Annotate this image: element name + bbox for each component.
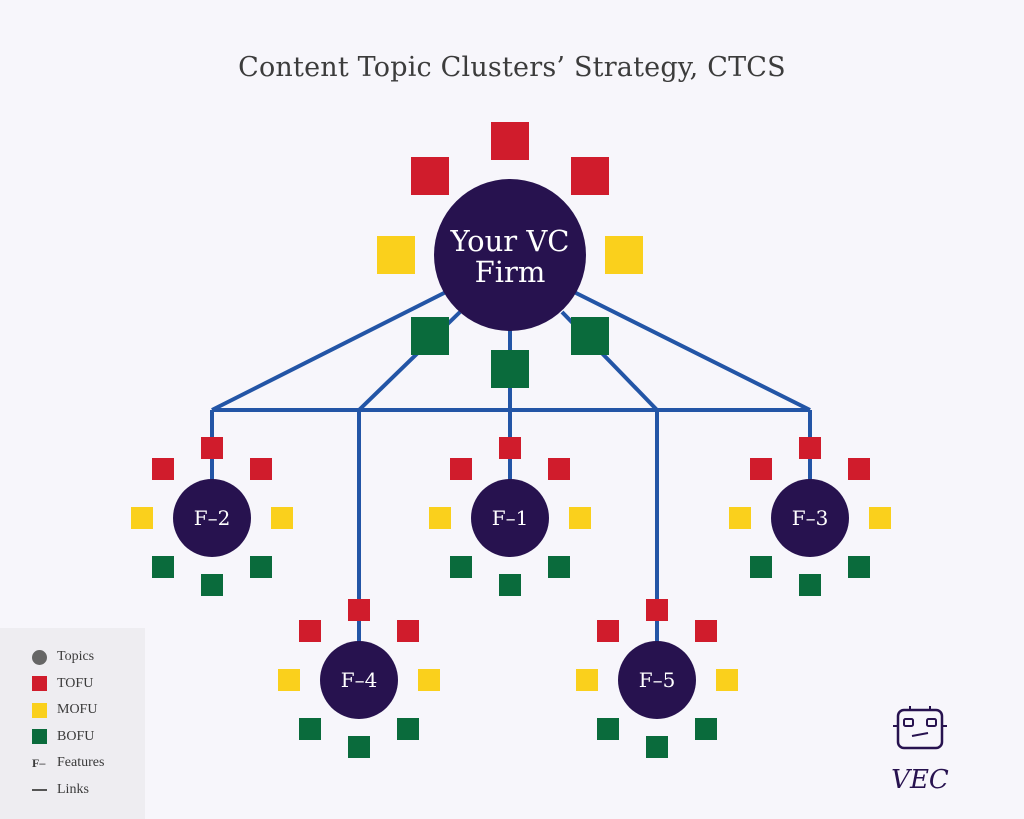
tofu-topic (750, 458, 772, 480)
bofu-topic (299, 718, 321, 740)
tofu-topic (799, 437, 821, 459)
tofu-topic (348, 599, 370, 621)
mofu-topic (576, 669, 598, 691)
bofu-topic (597, 718, 619, 740)
feature-label-f4: F–4 (341, 668, 378, 692)
robot-head-icon (896, 708, 944, 750)
mofu-topic (131, 507, 153, 529)
tofu-topic (152, 458, 174, 480)
mofu-topic (278, 669, 300, 691)
legend-label: Features (57, 755, 105, 770)
bofu-topic (646, 736, 668, 758)
mofu-topic (429, 507, 451, 529)
feature-cluster-f5: F–5 (576, 599, 738, 758)
bofu-topic (152, 556, 174, 578)
bofu-topic (799, 574, 821, 596)
bofu-topic (491, 350, 529, 388)
bofu-topic (201, 574, 223, 596)
legend-label: Topics (57, 649, 95, 664)
vec-logo: VEC (891, 706, 949, 795)
mofu-topic (716, 669, 738, 691)
tofu-topic (548, 458, 570, 480)
mofu-topic (729, 507, 751, 529)
mofu-topic (569, 507, 591, 529)
bofu-topic (397, 718, 419, 740)
hub-label-line2: Firm (475, 255, 546, 289)
legend-label: MOFU (57, 702, 98, 717)
bofu-topic (548, 556, 570, 578)
feature-cluster-f3: F–3 (729, 437, 891, 596)
mofu-topic (418, 669, 440, 691)
feature-node-f5 (618, 641, 696, 719)
feature-node-f4 (320, 641, 398, 719)
legend-label: Links (57, 781, 89, 797)
feature-label-f3: F–3 (792, 506, 829, 530)
bofu-topic (750, 556, 772, 578)
bofu-topic (411, 317, 449, 355)
links-swatch (32, 788, 47, 791)
hub-node (434, 179, 586, 331)
topics-swatch (32, 649, 47, 665)
mofu-topic (605, 236, 643, 274)
feature-node-f1 (471, 479, 549, 557)
feature-cluster-f1: F–1 (429, 437, 591, 596)
tofu-topic (201, 437, 223, 459)
bofu-topic (499, 574, 521, 596)
legend-label: TOFU (57, 675, 94, 691)
bofu-topic (695, 718, 717, 740)
legend-label: BOFU (57, 728, 95, 744)
hub-label-line1: Your VC (450, 224, 570, 258)
tofu-topic (411, 157, 449, 195)
feature-label-f5: F–5 (639, 668, 676, 692)
feature-cluster-f4: F–4 (278, 599, 440, 758)
bofu-topic (450, 556, 472, 578)
bofu-topic (571, 317, 609, 355)
tofu-topic (646, 599, 668, 621)
tofu-topic (571, 157, 609, 195)
feature-label-f2: F–2 (194, 506, 231, 530)
tofu-topic (299, 620, 321, 642)
hub-cluster: Your VC Firm (377, 122, 643, 388)
mofu-topic (377, 236, 415, 274)
features-glyph: F– (32, 755, 46, 770)
legend-item-topics: Topics (32, 648, 94, 666)
tofu-topic (597, 620, 619, 642)
page-title: Content Topic Clusters’ Strategy, CTCS (238, 52, 786, 83)
tofu-topic (848, 458, 870, 480)
mofu-topic (869, 507, 891, 529)
tofu-topic (450, 458, 472, 480)
tofu-topic (499, 437, 521, 459)
mofu-topic (271, 507, 293, 529)
mofu-swatch (32, 702, 47, 718)
tofu-swatch (32, 676, 47, 691)
tofu-topic (250, 458, 272, 480)
legend-item-bofu: BOFU (32, 728, 94, 746)
legend-item-features: F– Features (32, 754, 104, 772)
legend-item-mofu: MOFU (32, 701, 97, 719)
tofu-topic (695, 620, 717, 642)
feature-label-f1: F–1 (492, 506, 529, 530)
link-hub-to-f2 (211, 290, 447, 412)
tofu-topic (397, 620, 419, 642)
bofu-topic (348, 736, 370, 758)
bofu-topic (250, 556, 272, 578)
feature-node-f2 (173, 479, 251, 557)
legend-item-tofu: TOFU (32, 675, 93, 693)
tofu-topic (491, 122, 529, 160)
feature-cluster-f2: F–2 (131, 437, 293, 596)
bofu-swatch (32, 729, 47, 744)
link-hub-to-f3 (573, 290, 811, 412)
feature-node-f3 (771, 479, 849, 557)
bofu-topic (848, 556, 870, 578)
legend-item-links: Links (32, 781, 89, 799)
logo-text: VEC (891, 765, 949, 795)
